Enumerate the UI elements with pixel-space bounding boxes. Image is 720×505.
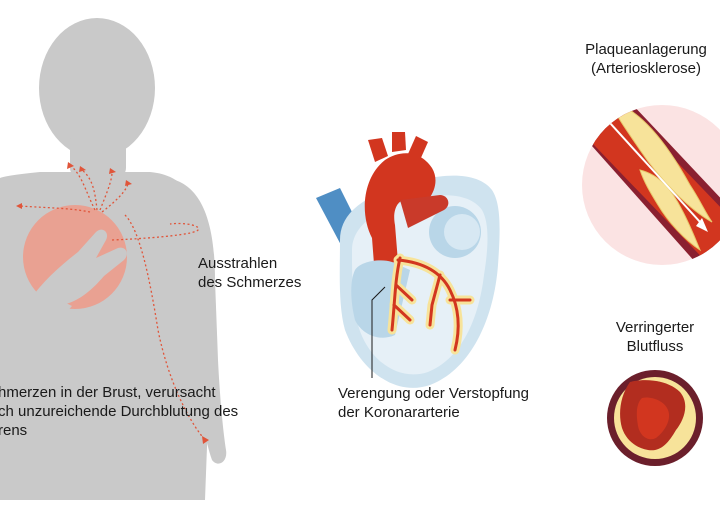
reduced-flow-label: Verringerter Blutfluss: [615, 319, 695, 355]
stenosis-label: Verengung oder Verstopfung der Koronarar…: [338, 385, 529, 421]
artery-plaque-illustration-icon: [582, 105, 720, 265]
chest-pain-label: hmerzen in der Brust, verursacht ch unzu…: [0, 384, 239, 439]
radiation-label: Ausstrahlen des Schmerzes: [198, 255, 302, 291]
pain-radiation-arrows: [19, 164, 206, 441]
pain-arrow-heads: [16, 162, 209, 444]
heart-illustration-icon: [316, 132, 500, 388]
artery-cross-section-icon: [607, 370, 703, 466]
hand-on-chest-icon: [24, 229, 127, 322]
stenosis-pointer-line: [371, 286, 386, 378]
plaque-label: Plaqueanlagerung (Arteriosklerose): [585, 41, 707, 77]
